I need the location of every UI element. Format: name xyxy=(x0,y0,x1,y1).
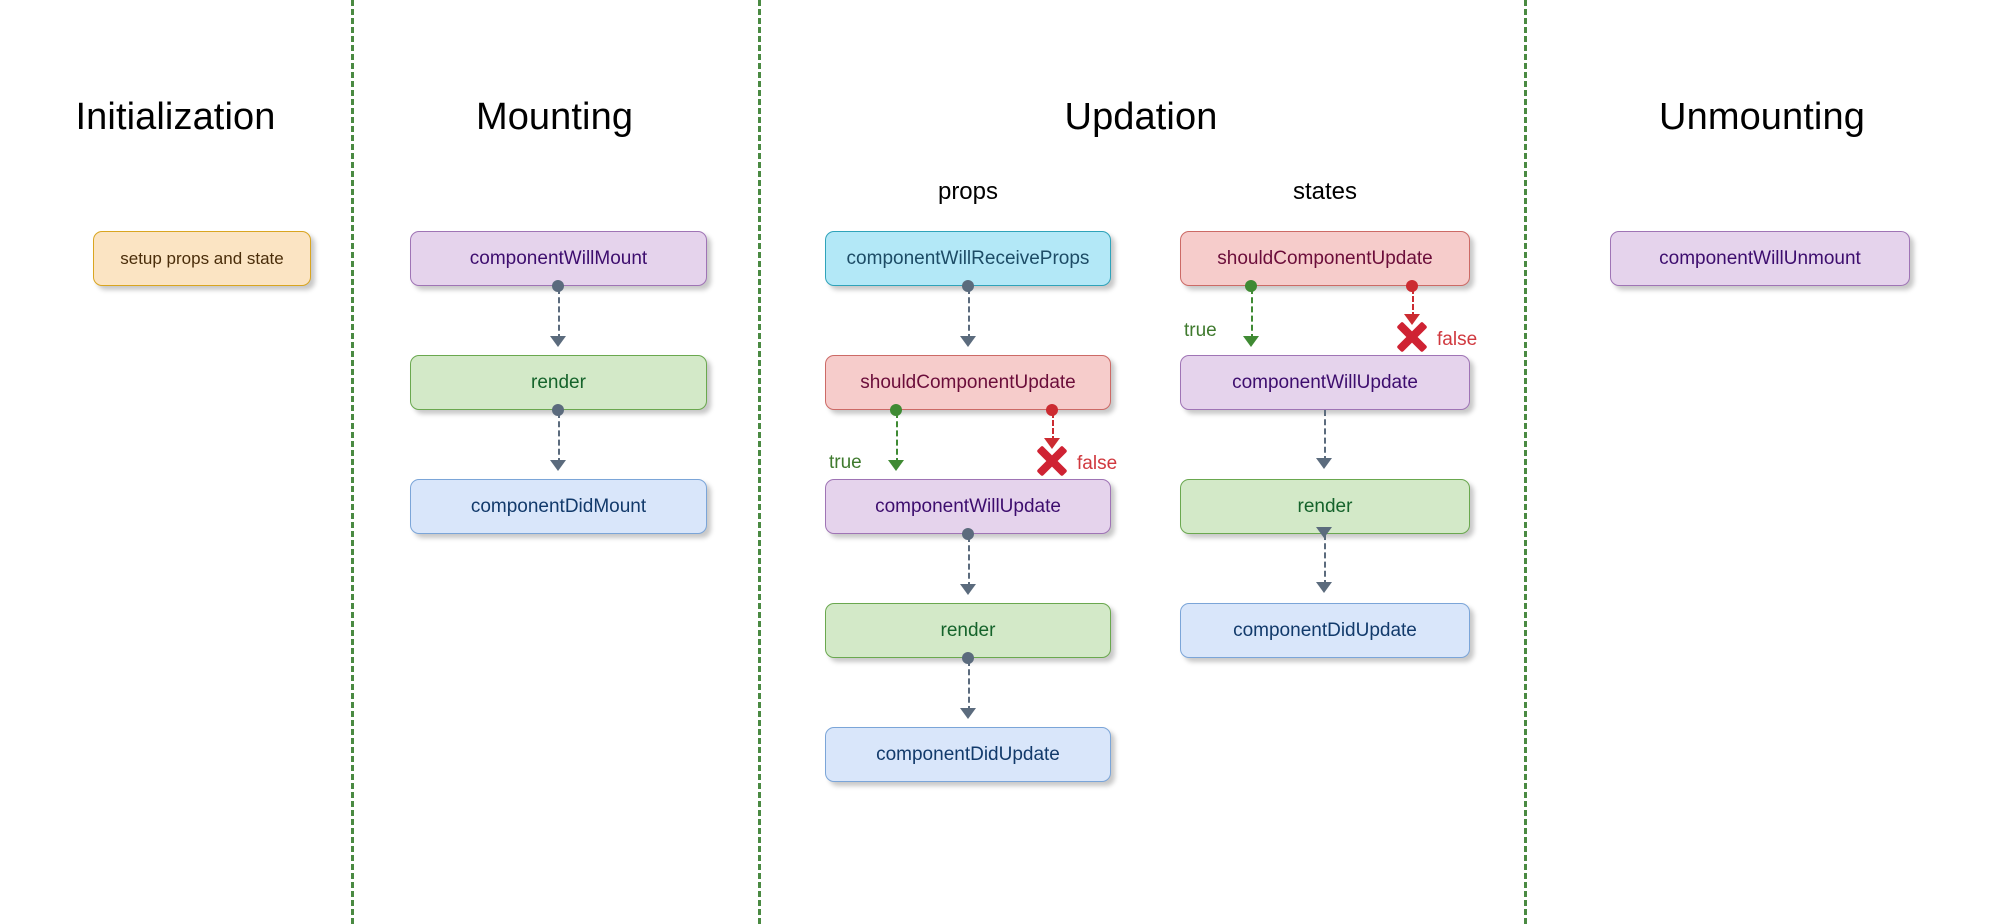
node-component-did-mount[interactable]: componentDidMount xyxy=(410,479,707,534)
edge-dot-mounting-2 xyxy=(552,404,564,416)
branch-edge-states-true xyxy=(1251,288,1253,340)
edge-arrowhead-mounting-1 xyxy=(550,336,566,347)
node-mounting-render[interactable]: render xyxy=(410,355,707,410)
edge-arrowhead-states-2 xyxy=(1316,458,1332,469)
node-props-component-did-update[interactable]: componentDidUpdate xyxy=(825,727,1111,782)
column-divider-2 xyxy=(758,0,761,924)
branch-edge-props-true xyxy=(896,412,898,464)
column-title-initialization: Initialization xyxy=(75,96,276,138)
edge-props-3 xyxy=(968,660,970,712)
branch-dot-states-true xyxy=(1245,280,1257,292)
column-divider-1 xyxy=(351,0,354,924)
node-states-component-will-update[interactable]: componentWillUpdate xyxy=(1180,355,1470,410)
branch-arrowhead-states-true xyxy=(1243,336,1259,347)
subcolumn-title-states: states xyxy=(1292,178,1358,205)
edge-mounting-1 xyxy=(558,288,560,340)
branch-label-props-true: true xyxy=(829,452,862,473)
edge-arrowhead-props-1 xyxy=(960,336,976,347)
edge-arrowhead-states-render-top xyxy=(1316,527,1332,538)
edge-arrowhead-props-2 xyxy=(960,584,976,595)
branch-label-states-true: true xyxy=(1184,320,1217,341)
column-divider-3 xyxy=(1524,0,1527,924)
node-component-will-mount[interactable]: componentWillMount xyxy=(410,231,707,286)
branch-edge-props-false xyxy=(1052,412,1054,442)
subcolumn-title-props: props xyxy=(937,178,999,205)
column-title-unmounting: Unmounting xyxy=(1659,96,1865,138)
edge-dot-mounting-1 xyxy=(552,280,564,292)
edge-arrowhead-mounting-2 xyxy=(550,460,566,471)
branch-dot-states-false xyxy=(1406,280,1418,292)
edge-arrowhead-states-3 xyxy=(1316,582,1332,593)
node-component-will-unmount[interactable]: componentWillUnmount xyxy=(1610,231,1910,286)
branch-arrowhead-props-true xyxy=(888,460,904,471)
branch-label-states-false: false xyxy=(1437,329,1478,350)
edge-arrowhead-props-3 xyxy=(960,708,976,719)
edge-dot-props-2 xyxy=(962,528,974,540)
edge-props-1 xyxy=(968,288,970,340)
branch-label-props-false: false xyxy=(1077,453,1118,474)
edge-props-2 xyxy=(968,536,970,588)
blocked-x-icon-props xyxy=(1032,441,1072,481)
edge-dot-props-1 xyxy=(962,280,974,292)
branch-dot-props-true xyxy=(890,404,902,416)
node-states-component-did-update[interactable]: componentDidUpdate xyxy=(1180,603,1470,658)
node-component-will-receive-props[interactable]: componentWillReceiveProps xyxy=(825,231,1111,286)
edge-states-3 xyxy=(1324,534,1326,586)
branch-edge-states-false xyxy=(1412,288,1414,318)
column-title-mounting: Mounting xyxy=(475,96,634,138)
node-states-should-component-update[interactable]: shouldComponentUpdate xyxy=(1180,231,1470,286)
edge-dot-props-3 xyxy=(962,652,974,664)
node-props-component-will-update[interactable]: componentWillUpdate xyxy=(825,479,1111,534)
node-setup-props-and-state[interactable]: setup props and state xyxy=(93,231,311,286)
node-props-should-component-update[interactable]: shouldComponentUpdate xyxy=(825,355,1111,410)
edge-mounting-2 xyxy=(558,412,560,464)
column-title-updation: Updation xyxy=(1064,96,1218,138)
node-props-render[interactable]: render xyxy=(825,603,1111,658)
node-states-render[interactable]: render xyxy=(1180,479,1470,534)
edge-states-2 xyxy=(1324,410,1326,462)
blocked-x-icon-states xyxy=(1392,317,1432,357)
branch-dot-props-false xyxy=(1046,404,1058,416)
